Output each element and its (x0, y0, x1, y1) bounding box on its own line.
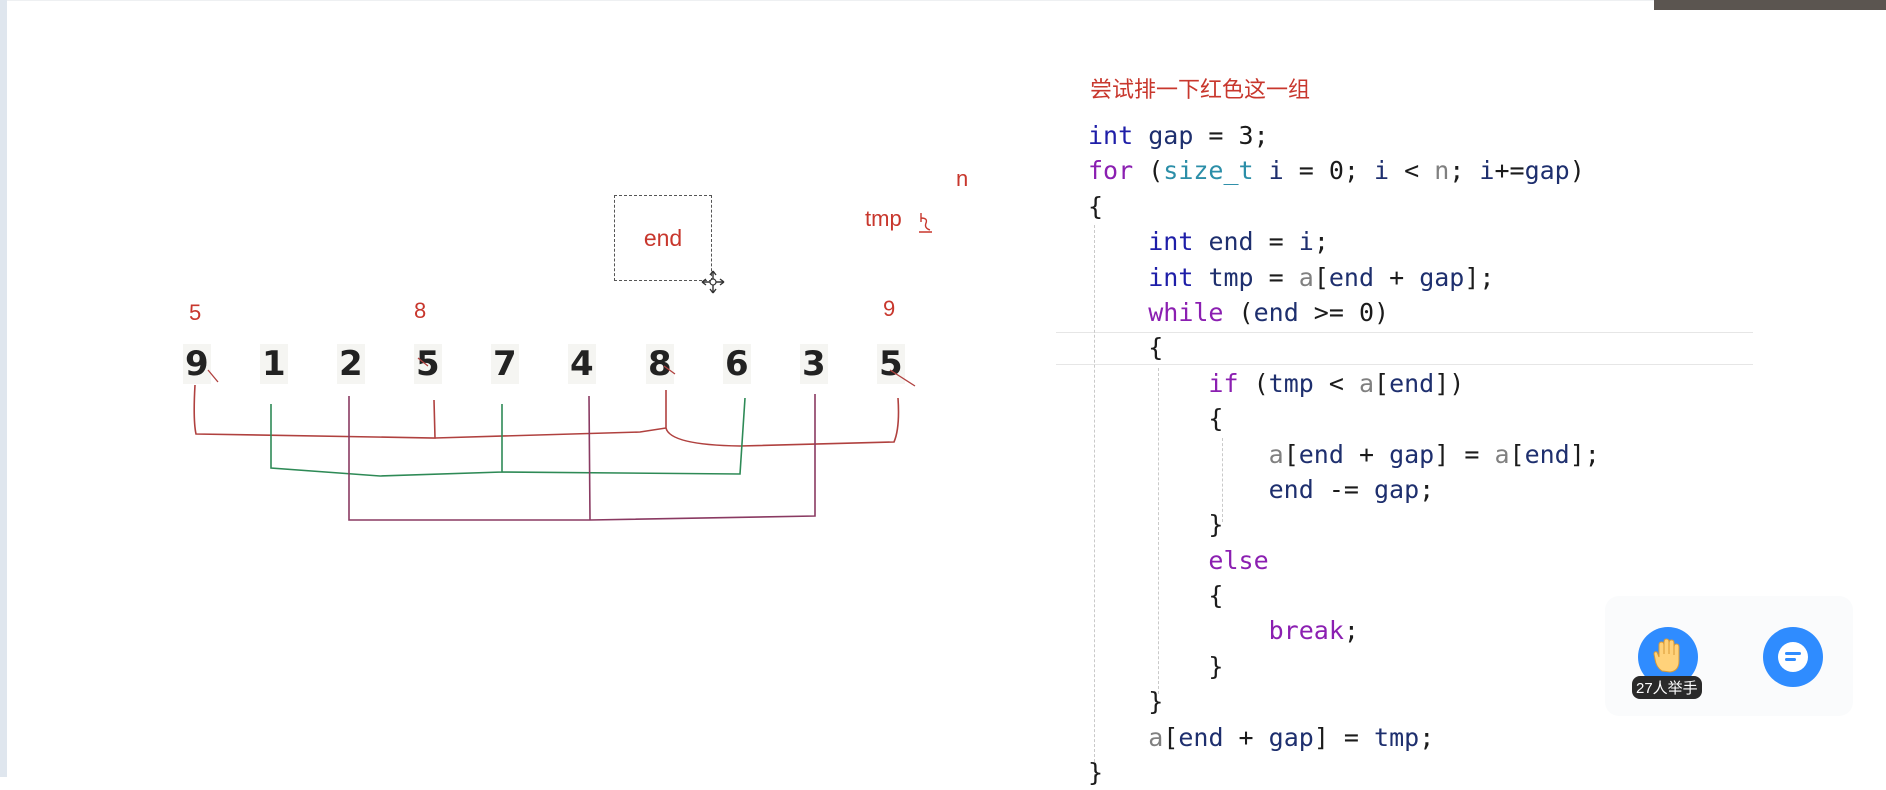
code-line: { (1088, 578, 1600, 613)
chat-bubble-icon (1773, 637, 1813, 677)
code-line: int tmp = a[end + gap]; (1088, 260, 1600, 295)
code-line: { (1088, 330, 1600, 365)
code-line: } (1088, 507, 1600, 542)
code-line: int gap = 3; (1088, 118, 1600, 153)
raise-hand-count: 27人举手 (1632, 676, 1702, 699)
raised-hand-icon (1648, 637, 1688, 677)
code-line: else (1088, 543, 1600, 578)
code-line: } (1088, 684, 1600, 719)
code-line: { (1088, 401, 1600, 436)
code-line: while (end >= 0) (1088, 295, 1600, 330)
webcam-preview (1654, 0, 1886, 10)
code-line: int end = i; (1088, 224, 1600, 259)
code-line: a[end + gap] = a[end]; (1088, 437, 1600, 472)
gap-group-connectors (0, 0, 1000, 560)
code-line: } (1088, 755, 1600, 790)
type-size-t: size_t (1163, 156, 1253, 185)
tick-mark (208, 358, 915, 386)
keyword-int: int (1088, 121, 1133, 150)
purple-group-connector (349, 394, 815, 520)
code-editor: int gap = 3; for (size_t i = 0; i < n; i… (1088, 118, 1600, 790)
chat-button[interactable] (1763, 627, 1823, 687)
code-line: end -= gap; (1088, 472, 1600, 507)
code-line: } (1088, 649, 1600, 684)
code-line: break; (1088, 613, 1600, 648)
keyword-for: for (1088, 156, 1133, 185)
code-line: if (tmp < a[end]) (1088, 366, 1600, 401)
code-panel-title: 尝试排一下红色这一组 (1090, 72, 1310, 104)
code-line: { (1088, 189, 1600, 224)
code-line: for (size_t i = 0; i < n; i+=gap) (1088, 153, 1600, 188)
red-group-connector (194, 385, 898, 446)
code-line: a[end + gap] = tmp; (1088, 720, 1600, 755)
identifier-gap: gap (1148, 121, 1193, 150)
